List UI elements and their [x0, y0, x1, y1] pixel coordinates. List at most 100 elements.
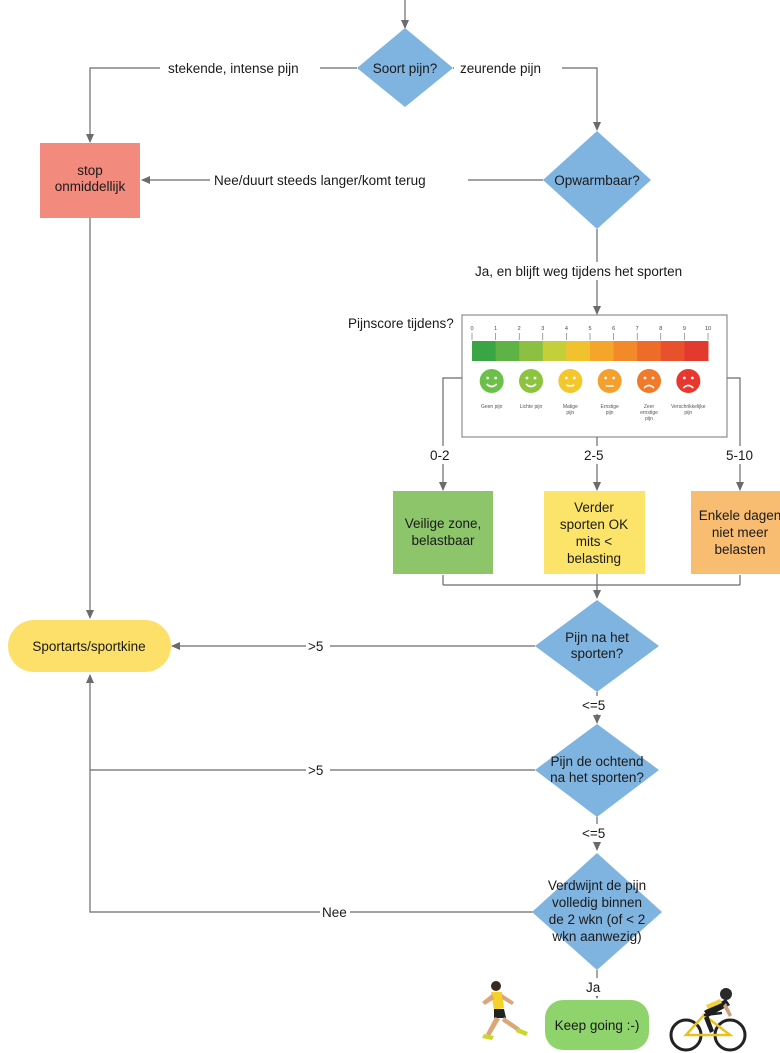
scale-tick-label: 6: [612, 326, 615, 332]
veilige-zone-text: Veilige zone,belastbaar: [405, 516, 482, 548]
sportarts-text: Sportarts/sportkine: [32, 639, 145, 654]
scale-bar-segment: [613, 341, 638, 361]
node-text-line: Enkele dagen: [699, 508, 780, 523]
soort-pijn-text: Soort pijn?: [373, 61, 438, 76]
diamond-shape: [357, 28, 453, 107]
label-le5-a: <=5: [582, 698, 605, 713]
node-text-line: Pijn na het: [565, 630, 629, 645]
node-text-line: Pijn de ochtend: [550, 754, 643, 769]
opwarmbaar-text: Opwarmbaar?: [554, 173, 640, 188]
label-nee: Nee: [322, 905, 347, 920]
diamond-shape: [543, 131, 651, 229]
enkele-dagen-box: [691, 491, 780, 574]
decision-opwarmbaar: Opwarmbaar?: [543, 131, 651, 229]
node-text-line: sporten OK: [560, 517, 628, 532]
face-label: Lichte pijn: [520, 404, 543, 410]
face-happy-icon: [519, 369, 543, 393]
edge-labels: stekende, intense pijn zeurende pijn Nee…: [160, 59, 760, 996]
label-ja: Ja: [586, 980, 601, 995]
scale-color-bar: [472, 341, 709, 361]
face-label: pijn: [566, 410, 574, 416]
scale-tick-label: 3: [541, 326, 544, 332]
scale-tick-label: 9: [683, 326, 686, 332]
face-label: Matige: [563, 404, 578, 410]
verder-sporten-box: [544, 491, 645, 574]
scale-tick-label: 1: [494, 326, 497, 332]
face-label: Verschrikkelijke: [671, 404, 706, 410]
edge-5-10: [726, 377, 744, 491]
label-stekende: stekende, intense pijn: [168, 61, 299, 76]
enkele-dagen-text: Enkele dagen niet meer belasten: [699, 508, 780, 557]
cyclist-icon: [669, 988, 747, 1052]
action-veilige-zone: Veilige zone,belastbaar: [393, 491, 493, 574]
action-enkele-dagen: Enkele dagen niet meer belasten: [691, 491, 780, 574]
runner-icon: [482, 981, 528, 1040]
diamond-shape: [532, 853, 662, 970]
face-sad-icon: [637, 369, 661, 393]
node-text-line: na het sporten?: [550, 770, 644, 785]
label-ja-blijft: Ja, en blijft weg tijdens het sporten: [475, 264, 682, 279]
node-text-line: sporten?: [571, 646, 624, 661]
face-label: Ernstige: [600, 404, 619, 410]
node-text-line: Verdwijnt de pijn: [548, 878, 646, 893]
scale-tick-label: 4: [565, 326, 568, 332]
stop-box: [40, 143, 140, 218]
face-label: pijn: [645, 416, 653, 422]
node-text-line: mits <: [576, 534, 612, 549]
scale-bar-segment: [472, 341, 497, 361]
keep-going-pill: [545, 1000, 649, 1050]
face-happy-icon: [479, 369, 504, 393]
diamond-shape: [535, 600, 659, 692]
label-le5-b: <=5: [582, 826, 605, 841]
face-label: pijn: [606, 410, 614, 416]
node-text-line: volledig binnen: [552, 895, 642, 910]
scale-bar-segment: [660, 341, 685, 361]
face-label: ernstige: [640, 410, 658, 416]
scale-bar-segment: [495, 341, 520, 361]
label-nee-duurt: Nee/duurt steeds langer/komt terug: [214, 173, 426, 188]
node-text-line: belasting: [567, 551, 621, 566]
node-text-line: Opwarmbaar?: [554, 173, 640, 188]
face-label: Geen pijn: [481, 404, 503, 410]
label-gt5-a: >5: [308, 639, 323, 654]
decision-soort-pijn: Soort pijn?: [357, 28, 453, 107]
node-text-line: Sportarts/sportkine: [32, 639, 145, 654]
face-label: Zeer: [644, 404, 655, 410]
edge-stekende: [86, 67, 357, 143]
label-range-0-2: 0-2: [430, 448, 450, 463]
scale-tick-label: 8: [659, 326, 662, 332]
scale-tick-label: 0: [470, 326, 473, 332]
face-label: pijn: [684, 410, 692, 416]
scale-bar-segment: [637, 341, 662, 361]
label-zeurende: zeurende pijn: [460, 61, 541, 76]
face-smile-icon: [558, 369, 583, 393]
scale-bar-segment: [542, 341, 567, 361]
scale-tick-label: 10: [705, 326, 711, 332]
keep-going-text: Keep going :-): [555, 1018, 640, 1033]
label-gt5-b: >5: [308, 763, 323, 778]
node-text-line: stop: [77, 163, 103, 178]
face-sad-icon: [676, 369, 701, 393]
terminal-keep-going: Keep going :-): [545, 1000, 649, 1050]
scale-tick-label: 7: [636, 326, 639, 332]
node-text-line: niet meer: [712, 525, 769, 540]
scale-tick-label: 5: [588, 326, 591, 332]
scale-tick-label: 2: [518, 326, 521, 332]
sportarts-pill: [8, 620, 171, 672]
label-range-5-10: 5-10: [726, 448, 753, 463]
terminal-sportarts: Sportarts/sportkine: [8, 620, 171, 672]
scale-bar-segment: [684, 341, 709, 361]
label-range-2-5: 2-5: [584, 448, 604, 463]
node-text-line: wkn aanwezig): [551, 929, 641, 944]
node-text-line: belasten: [714, 542, 765, 557]
